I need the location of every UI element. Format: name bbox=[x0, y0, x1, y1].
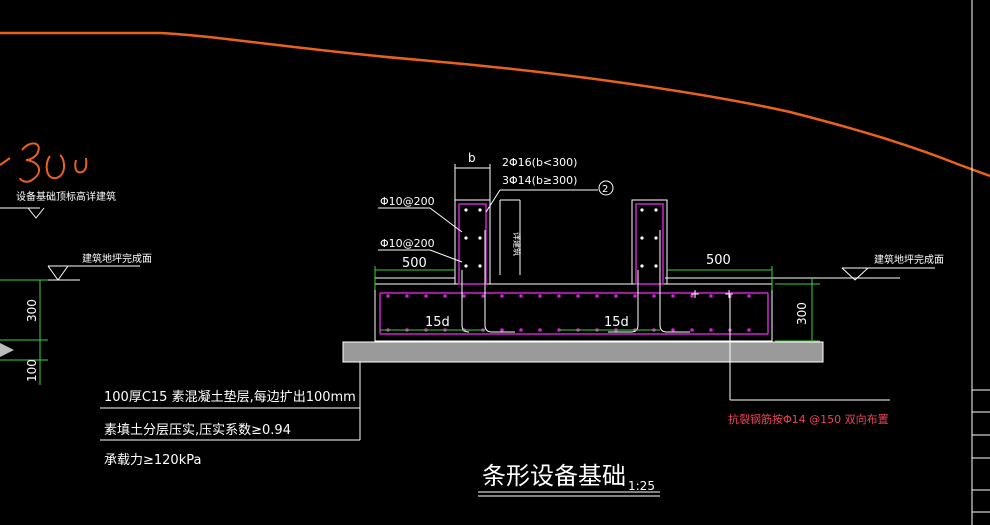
spec-line-1: 100厚C15 素混凝土垫层,每边扩出100mm bbox=[104, 389, 356, 405]
rebar-dot bbox=[614, 294, 618, 298]
svg-text:+: + bbox=[724, 287, 734, 301]
scale-text: 1:25 bbox=[628, 479, 655, 493]
rebar-dot bbox=[500, 328, 504, 332]
rebar-dot bbox=[443, 294, 447, 298]
pedestal-bar-dot bbox=[640, 236, 644, 240]
left-top-note: 设备基础顶标高详建筑 bbox=[16, 190, 116, 203]
rebar-dot bbox=[386, 294, 390, 298]
spec-line-2: 素填土分层压实,压实系数≥0.94 bbox=[104, 423, 291, 438]
pedestal-left bbox=[454, 199, 515, 333]
rebar-dot bbox=[500, 294, 504, 298]
left-elevation: 设备基础顶标高详建筑 建筑地坪完成面 300 100 bbox=[0, 190, 152, 385]
stirrup-label-2: Φ10@200 bbox=[380, 237, 435, 250]
rebar-dot bbox=[538, 294, 542, 298]
svg-text:+: + bbox=[690, 287, 700, 301]
pedestal-bar-dot bbox=[654, 236, 658, 240]
rebar-dot bbox=[747, 328, 751, 332]
annotations: Φ10@200 Φ10@200 2Φ16(b<300) 3Φ14(b≥300) … bbox=[100, 156, 890, 468]
title-block-border bbox=[971, 0, 990, 525]
title-text: 条形设备基础 bbox=[482, 462, 626, 490]
rebar-top-2: 3Φ14(b≥300) bbox=[502, 174, 577, 187]
rebar-dot bbox=[519, 294, 523, 298]
pedestal-bar-dot bbox=[464, 236, 468, 240]
left-floor-label: 建筑地坪完成面 bbox=[82, 252, 152, 265]
rebar-dot bbox=[633, 294, 637, 298]
rebar-dot bbox=[424, 294, 428, 298]
dimensions: b 500 500 300 15d 15d bbox=[374, 151, 820, 342]
anchor-left-15d: 15d bbox=[425, 315, 450, 330]
rebar-dot bbox=[519, 328, 523, 332]
pedestal-bar-dot bbox=[478, 236, 482, 240]
dim-left-500: 500 bbox=[402, 256, 427, 271]
rebar-dot bbox=[709, 328, 713, 332]
callout-number: 2 bbox=[602, 184, 608, 195]
dim-b: b bbox=[468, 151, 476, 165]
pedestal-bar-dot bbox=[654, 264, 658, 268]
rebar-dot bbox=[747, 294, 751, 298]
rebar-dot bbox=[671, 328, 675, 332]
dim-right-500: 500 bbox=[706, 253, 731, 268]
left-dim-300: 300 bbox=[25, 299, 39, 322]
rebar-dot bbox=[652, 294, 656, 298]
ground-lines: 建筑地坪完成面 bbox=[375, 253, 944, 281]
pedestal-bar-dot bbox=[478, 208, 482, 212]
rebar-dot bbox=[538, 328, 542, 332]
rebar-top-1: 2Φ16(b<300) bbox=[502, 156, 577, 169]
drawing-title: 条形设备基础 1:25 bbox=[478, 462, 660, 497]
right-floor-label: 建筑地坪完成面 bbox=[874, 253, 944, 266]
rebar-dot bbox=[671, 294, 675, 298]
pedestal-bar-dot bbox=[478, 264, 482, 268]
foundation-slab bbox=[342, 283, 824, 363]
spec-line-3: 承载力≥120kPa bbox=[104, 453, 201, 468]
pedestal-bar-dot bbox=[464, 208, 468, 212]
rebar-dot bbox=[709, 294, 713, 298]
rebar-dot bbox=[557, 294, 561, 298]
dim-right-300: 300 bbox=[795, 302, 809, 325]
pedestal-bar-dot bbox=[654, 208, 658, 212]
stirrup-label-1: Φ10@200 bbox=[380, 195, 435, 208]
pedestal-bar-dot bbox=[464, 264, 468, 268]
crack-rebar-note: 抗裂钢筋按Φ14 @150 双向布置 bbox=[728, 412, 889, 426]
rebar-dot bbox=[595, 294, 599, 298]
handwritten-sketch: 300 bbox=[0, 142, 88, 183]
rebar-dot bbox=[405, 294, 409, 298]
rebar-dot bbox=[690, 328, 694, 332]
terrain-line bbox=[0, 31, 990, 178]
rebar-dot bbox=[690, 294, 694, 298]
pedestal-bar-dot bbox=[640, 264, 644, 268]
left-dim-100: 100 bbox=[25, 359, 39, 382]
anchor-right-15d: 15d bbox=[604, 315, 629, 330]
rebar-dot bbox=[576, 294, 580, 298]
pedestal-right bbox=[608, 199, 690, 333]
rebar-dot bbox=[462, 294, 466, 298]
rebar-dot bbox=[557, 328, 561, 332]
rebar-dot bbox=[481, 294, 485, 298]
pedestal-bar-dot bbox=[640, 208, 644, 212]
pedestal-vertical-note: 详建筑 bbox=[512, 232, 522, 256]
